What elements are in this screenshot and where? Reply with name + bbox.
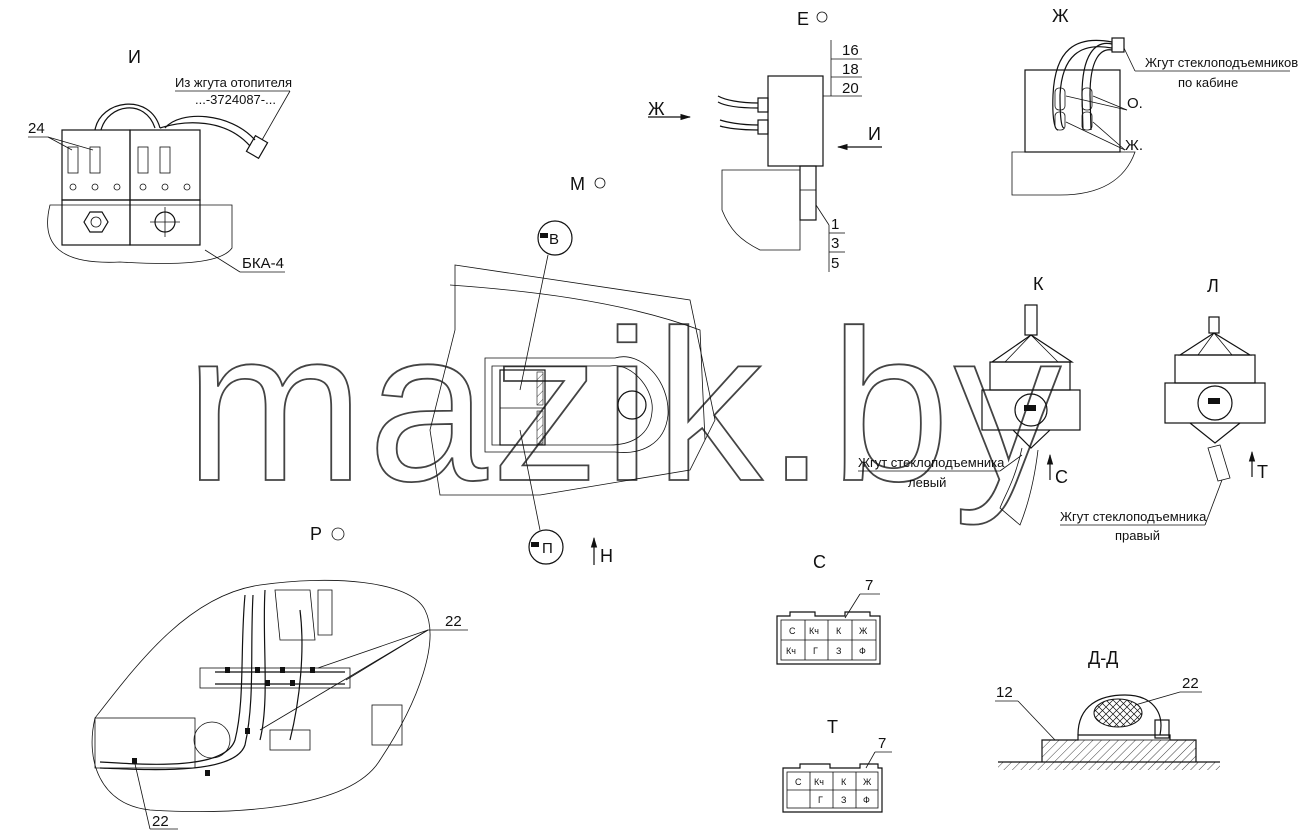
- conn-t-pin-8: Ф: [863, 795, 870, 805]
- view-e-num-5: 5: [831, 255, 839, 272]
- view-i-block-label: БКА-4: [242, 255, 284, 272]
- conn-t-callout: 7: [878, 735, 886, 752]
- view-k: К С Жгут стеклоподъемника левый: [858, 274, 1081, 526]
- conn-t-pin-1: С: [795, 777, 802, 787]
- conn-s-pin-5: Кч: [786, 646, 796, 656]
- conn-s-pin-8: Ф: [859, 646, 866, 656]
- view-i-note-line2: ...-3724087-...: [195, 92, 276, 107]
- view-r-callout-bottom: 22: [152, 813, 169, 830]
- conn-s-pin-2: Кч: [809, 626, 819, 636]
- view-l-arrow-t: Т: [1257, 462, 1268, 482]
- conn-s-pin-3: К: [836, 626, 842, 636]
- view-s: С С Кч К Ж Кч Г З Ф 7: [776, 552, 881, 665]
- conn-t-pin-4: Ж: [863, 777, 872, 787]
- view-m-letter: М: [570, 174, 585, 194]
- view-l-letter: Л: [1207, 276, 1219, 296]
- view-zh-mark-zh: Ж.: [1125, 137, 1143, 154]
- view-k-harness-line1: Жгут стеклоподъемника: [858, 455, 1005, 470]
- view-zh-harness-line1: Жгут стеклоподъемников: [1145, 55, 1298, 70]
- view-i: И Из жгута отопителя ...-3724087-... 24 …: [28, 47, 292, 273]
- section-dd: Д-Д 12 22: [995, 648, 1220, 770]
- conn-s-pin-4: Ж: [859, 626, 868, 636]
- conn-t-pin-2: Кч: [814, 777, 824, 787]
- section-dd-title: Д-Д: [1088, 648, 1118, 668]
- view-e-num-3: 3: [831, 235, 839, 252]
- view-k-arrow-s: С: [1055, 467, 1068, 487]
- view-r-callout-top: 22: [445, 613, 462, 630]
- view-l: Л Т Жгут стеклоподъемника правый: [1060, 276, 1268, 543]
- view-e-letter: Е: [797, 9, 809, 29]
- view-i-letter: И: [128, 47, 141, 67]
- view-e-num-16: 16: [842, 42, 859, 59]
- conn-t-pin-3: К: [841, 777, 847, 787]
- view-e-arrow-i: И: [868, 124, 881, 144]
- conn-s-pin-6: Г: [813, 646, 818, 656]
- view-zh: Ж Жгут стеклоподъемников по кабине О. Ж.: [1011, 6, 1298, 196]
- view-zh-harness-line2: по кабине: [1178, 75, 1238, 90]
- section-dd-callout-22: 22: [1182, 675, 1199, 692]
- view-e-num-18: 18: [842, 61, 859, 78]
- conn-t-pin-7: З: [841, 795, 846, 805]
- conn-s-callout: 7: [865, 577, 873, 594]
- view-e-num-1: 1: [831, 216, 839, 233]
- view-k-letter: К: [1033, 274, 1044, 294]
- conn-t-pin-6: Г: [818, 795, 823, 805]
- conn-s-pin-7: З: [836, 646, 841, 656]
- view-l-harness-line1: Жгут стеклоподъемника: [1060, 509, 1207, 524]
- view-e-num-20: 20: [842, 80, 859, 97]
- view-m: М В П Н: [429, 174, 716, 566]
- view-k-harness-line2: левый: [908, 475, 946, 490]
- watermark-text: mazik.by: [185, 285, 1065, 526]
- view-r-letter: Р: [310, 524, 322, 544]
- view-r: Р 22 22: [91, 524, 468, 830]
- view-i-note-line1: Из жгута отопителя: [175, 75, 292, 90]
- view-t: Т С Кч К Ж Г З Ф 7: [782, 717, 892, 813]
- view-m-arrow-n: Н: [600, 546, 613, 566]
- view-zh-letter: Ж: [1052, 6, 1069, 26]
- view-m-conn-v: В: [549, 231, 559, 248]
- view-s-letter: С: [813, 552, 826, 572]
- view-l-harness-line2: правый: [1115, 528, 1160, 543]
- view-i-callout-24: 24: [28, 120, 45, 137]
- view-t-letter: Т: [827, 717, 838, 737]
- view-zh-mark-o: О.: [1127, 95, 1143, 112]
- section-dd-callout-12: 12: [996, 684, 1013, 701]
- conn-s-pin-1: С: [789, 626, 796, 636]
- view-e: Е 16 18 20 1 3 5 Ж И: [648, 9, 882, 272]
- view-m-conn-p: П: [542, 540, 553, 557]
- view-e-arrow-zh: Ж: [648, 99, 665, 119]
